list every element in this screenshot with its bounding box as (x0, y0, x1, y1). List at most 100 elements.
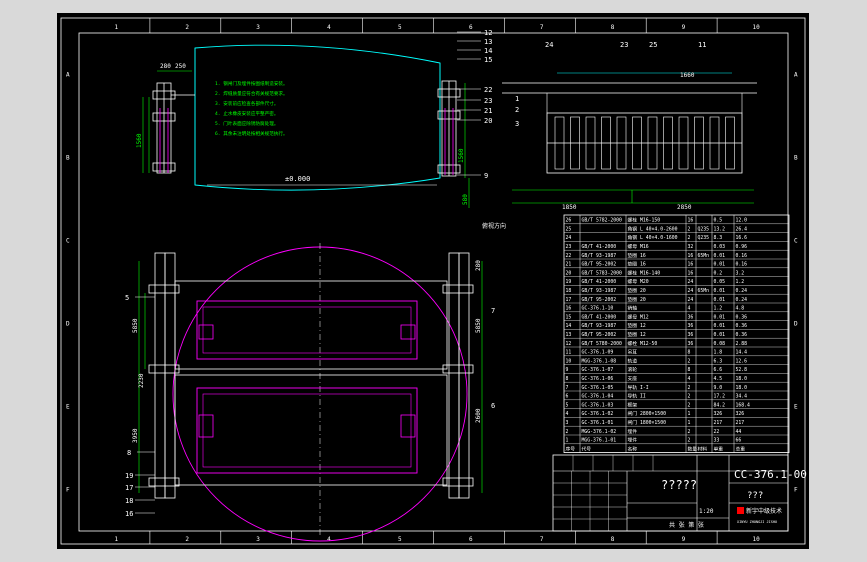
table-cell: 0.16 (736, 253, 748, 259)
table-cell: GB/T 95-2002 (582, 332, 617, 338)
plan-dim-right-3: 2600 (475, 408, 482, 423)
elevation-view (142, 44, 470, 208)
table-cell: MGG-376.1-08 (582, 358, 617, 364)
table-cell: 168.4 (736, 402, 751, 408)
table-cell: 10 (566, 358, 572, 364)
callout-number: 21 (484, 107, 492, 115)
callouts-plan-right: 76 (491, 307, 495, 410)
table-cell: GB/T 93-1987 (582, 253, 617, 259)
table-cell: 螺栓 M16-150 (628, 217, 661, 224)
table-cell: 0.03 (714, 244, 726, 250)
table-cell: 支座 (628, 375, 638, 382)
table-cell: 8.3 (714, 235, 723, 241)
table-cell: 2 (566, 429, 569, 435)
table-cell: GC-376.1-09 (582, 350, 614, 356)
table-cell: 0.16 (736, 262, 748, 268)
callout-number: 3 (515, 120, 519, 128)
table-cell: 2 (688, 226, 691, 232)
table-cell: 导轨 I-I (628, 384, 649, 391)
table-cell: 吊耳 (628, 350, 638, 356)
table-cell: 17.2 (714, 394, 726, 400)
border-row-label: C (66, 238, 70, 245)
table-cell: 0.2 (714, 270, 723, 276)
table-cell: 单重 (714, 445, 724, 452)
table-cell: 埋件 (628, 437, 638, 444)
table-cell: 0.01 (714, 262, 726, 268)
table-cell: 0.01 (714, 323, 726, 329)
border-row-label: E (66, 404, 70, 411)
table-cell: 3 (566, 420, 569, 426)
border-col-label: 2 (185, 24, 189, 31)
border-row-label: F (794, 487, 798, 494)
table-cell: 23 (566, 244, 572, 250)
table-cell: 2 (688, 394, 691, 400)
table-cell: 0.96 (736, 244, 748, 250)
plan-dim-left-1: 5850 (132, 318, 139, 333)
callout-number: 17 (125, 484, 133, 492)
sheet-count: 共 张 第 张 (669, 521, 704, 529)
table-cell: 0.01 (714, 253, 726, 259)
note-line: 4. 止水橡皮安装应平整严密。 (215, 110, 278, 117)
table-cell: 33 (714, 438, 720, 444)
table-cell: 4.5 (714, 376, 723, 382)
border-row-label: D (794, 321, 798, 328)
callout-number: 11 (698, 41, 706, 49)
table-cell: 0.01 (714, 297, 726, 303)
callout-number: 2 (515, 106, 519, 114)
callout-number: 15 (484, 56, 492, 64)
table-cell: 0.5 (714, 218, 723, 224)
dim-side-left: 1560 (136, 133, 143, 148)
border-row-label: F (66, 487, 70, 494)
table-cell: 65Mn (698, 288, 710, 294)
table-cell: 21 (566, 262, 572, 268)
border-row-label: A (794, 72, 798, 79)
table-cell: 12 (566, 341, 572, 347)
plan-dim-right-1: 280 (475, 260, 482, 271)
border-col-label: 8 (611, 536, 615, 543)
table-cell: 角钢 L 40×4.0-1600 (628, 234, 678, 241)
table-cell: 埋件 (628, 428, 638, 435)
callout-number: 16 (125, 510, 133, 518)
table-cell: 框架 (628, 401, 638, 408)
table-cell: 0.08 (714, 341, 726, 347)
table-cell: 0.01 (714, 332, 726, 338)
table-cell: 13.2 (714, 226, 726, 232)
border-col-label: 5 (398, 536, 402, 543)
border-col-label: 5 (398, 24, 402, 31)
table-cell: 4 (688, 376, 691, 382)
note-line: 1. 钢闸门及埋件按图纸制造安装。 (215, 80, 288, 87)
dim-bottom-right: 580 (462, 194, 469, 205)
table-cell: Q235 (698, 235, 710, 241)
table-cell: 垫圈 16 (628, 261, 646, 268)
table-cell: 总重 (736, 445, 746, 452)
company-sub: XINYU ZHONGJI JISHU (737, 520, 777, 524)
table-cell: 螺母 M20 (628, 278, 649, 285)
callout-number: 23 (484, 97, 492, 105)
section-view (502, 72, 757, 204)
table-cell: 螺母 M16 (628, 243, 649, 250)
table-cell: 名称 (628, 445, 638, 452)
border-row-label: B (794, 155, 798, 162)
table-cell: 66 (736, 438, 742, 444)
table-cell: 2 (688, 429, 691, 435)
table-cell: 轨道 (628, 357, 638, 364)
table-cell: 84.2 (714, 402, 726, 408)
table-cell: 18.0 (736, 376, 748, 382)
table-cell: 13 (566, 332, 572, 338)
table-cell: GB/T 41-2000 (582, 279, 617, 285)
table-cell: 1 (688, 420, 691, 426)
table-cell: 材料 (698, 445, 708, 452)
table-cell: 17 (566, 297, 572, 303)
border-col-label: 3 (256, 24, 260, 31)
dim-side-right: 1560 (458, 148, 465, 163)
callout-number: 5 (125, 294, 129, 302)
table-cell: 16 (688, 253, 694, 259)
callout-number: 12 (484, 29, 492, 37)
drawing-number: CC-376.1-00 (734, 468, 807, 481)
table-cell: GC-376.1-10 (582, 306, 614, 312)
border-col-label: 4 (327, 536, 331, 543)
table-cell: 滚轮 (628, 366, 638, 373)
callout-number: 6 (491, 402, 495, 410)
